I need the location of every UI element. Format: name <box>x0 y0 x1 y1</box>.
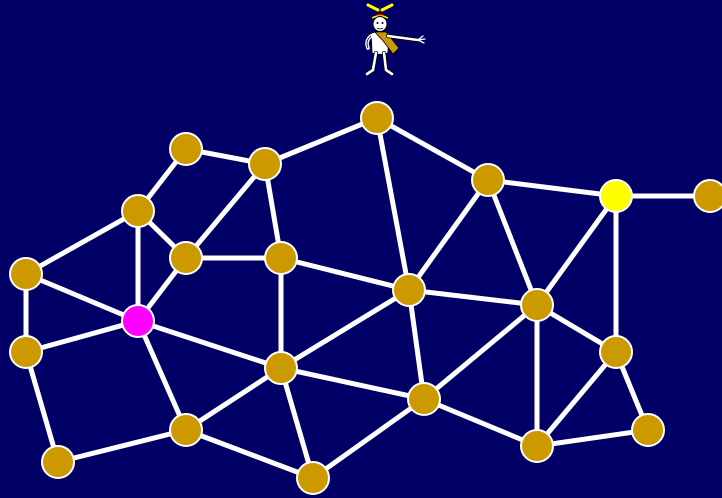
graph-node <box>632 414 664 446</box>
graph-node <box>393 274 425 306</box>
graph-node <box>42 446 74 478</box>
graph-node <box>265 242 297 274</box>
graph-node <box>472 164 504 196</box>
graph-node <box>249 148 281 180</box>
graph-node <box>361 102 393 134</box>
graph-node <box>694 180 722 212</box>
start-node <box>122 305 154 337</box>
graph-node <box>170 242 202 274</box>
graph-node <box>265 352 297 384</box>
graph-node <box>521 430 553 462</box>
graph-node <box>170 414 202 446</box>
graph-node <box>10 336 42 368</box>
graph-node <box>600 336 632 368</box>
graph-node <box>170 133 202 165</box>
graph-node <box>122 195 154 227</box>
graph-node <box>408 383 440 415</box>
graph-node <box>297 462 329 494</box>
graph-node <box>10 258 42 290</box>
graph-node <box>521 289 553 321</box>
goal-node <box>600 180 632 212</box>
